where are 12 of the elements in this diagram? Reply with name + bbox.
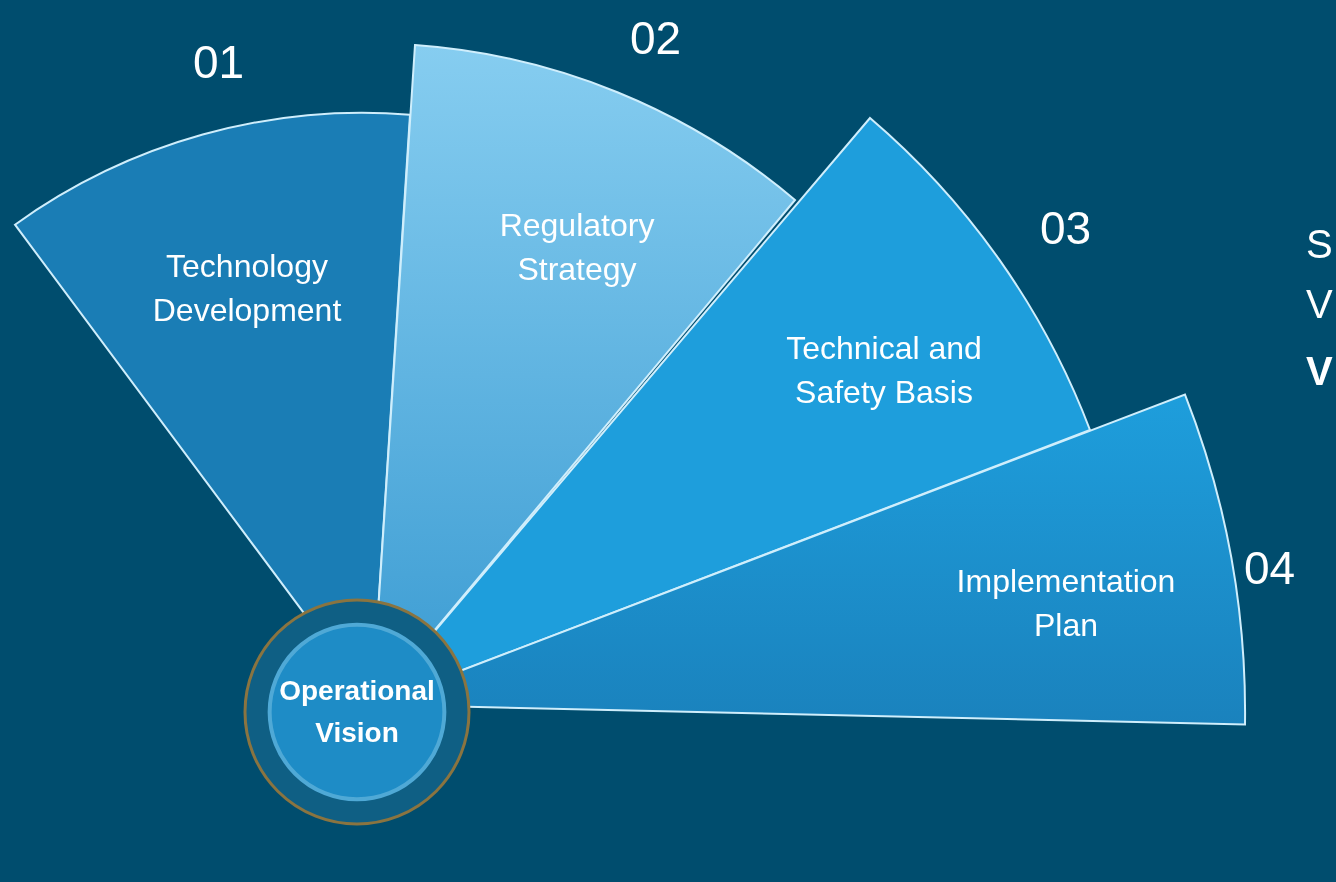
- cut-off-text: V: [1306, 281, 1333, 328]
- segment-label: Regulatory Strategy: [498, 206, 656, 289]
- step-number: 01: [193, 36, 245, 88]
- cut-off-text: S: [1306, 221, 1333, 268]
- segment-label: Technology Development: [151, 247, 343, 330]
- segment-label: Technical and Safety Basis: [785, 329, 983, 412]
- segment-label: Implementation Plan: [955, 562, 1177, 645]
- step-number: 03: [1040, 202, 1092, 254]
- step-number: 02: [630, 12, 682, 64]
- hub-label: Operational Vision: [278, 674, 436, 750]
- cut-off-text: V: [1306, 348, 1333, 395]
- step-number: 04: [1244, 542, 1296, 594]
